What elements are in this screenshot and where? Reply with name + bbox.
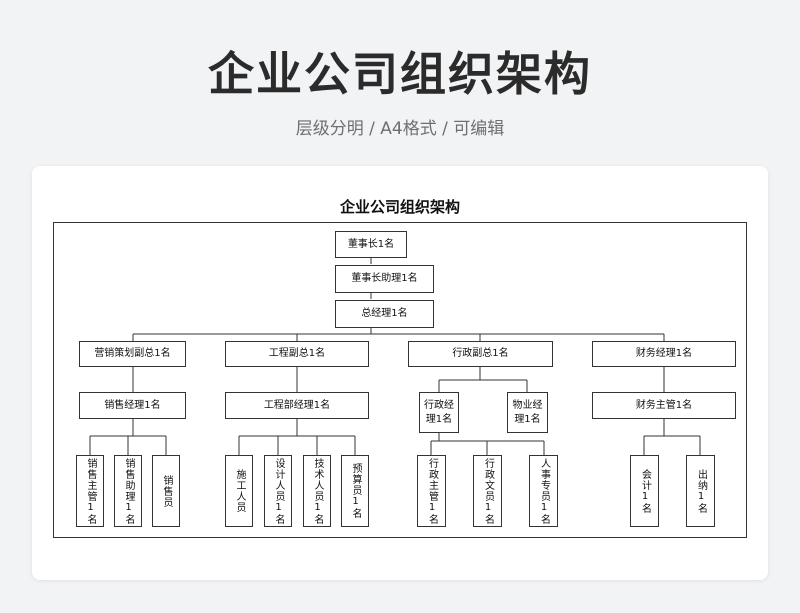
node-admin-clerk: 行政文员1名 — [473, 455, 502, 527]
node-label: 董事长助理1名 — [351, 273, 418, 285]
node-sales-manager: 销售经理1名 — [79, 392, 186, 419]
node-finance-manager: 财务经理1名 — [592, 341, 736, 367]
node-accountant: 会计1名 — [630, 455, 659, 527]
page-title: 企业公司组织架构 — [208, 47, 592, 101]
node-label: 销售经理1名 — [104, 399, 161, 411]
node-designer: 设计人员1名 — [264, 455, 292, 527]
node-chairman-assistant: 董事长助理1名 — [335, 265, 434, 293]
node-salesperson: 销售员 — [152, 455, 180, 527]
node-admin-manager: 行政经理1名 — [419, 392, 459, 433]
node-label: 会计1名 — [639, 468, 651, 514]
node-label: 行政文员1名 — [482, 457, 494, 525]
node-label: 董事长1名 — [347, 238, 395, 250]
node-label: 技术人员1名 — [312, 457, 323, 525]
node-finance-supervisor: 财务主管1名 — [592, 392, 736, 419]
page-subtitle: 层级分明 / A4格式 / 可编辑 — [295, 119, 505, 139]
node-label: 财务主管1名 — [635, 399, 693, 411]
chart-frame — [53, 222, 747, 538]
node-sales-assistant: 销售助理1名 — [114, 455, 142, 527]
node-label: 施工人员 — [234, 469, 245, 513]
node-vp-sales: 营销策划副总1名 — [79, 341, 186, 367]
node-label: 行政主管1名 — [426, 457, 438, 525]
node-label: 出纳1名 — [695, 468, 707, 514]
node-label: 总经理1名 — [361, 308, 408, 320]
node-property-manager: 物业经理1名 — [507, 392, 548, 433]
node-cashier: 出纳1名 — [686, 455, 715, 527]
node-vp-engineering: 工程副总1名 — [225, 341, 369, 367]
node-label: 销售助理1名 — [123, 457, 134, 525]
node-label: 销售员 — [161, 474, 172, 508]
node-admin-supervisor: 行政主管1名 — [417, 455, 446, 527]
node-estimator: 预算员1名 — [341, 455, 369, 527]
node-label: 行政副总1名 — [452, 348, 509, 360]
node-technician: 技术人员1名 — [303, 455, 331, 527]
node-label: 预算员1名 — [350, 463, 361, 519]
node-label: 人事专员1名 — [538, 457, 550, 525]
node-hr-specialist: 人事专员1名 — [529, 455, 558, 527]
chart-title: 企业公司组织架构 — [339, 198, 460, 216]
node-vp-admin: 行政副总1名 — [408, 341, 553, 367]
node-label: 工程副总1名 — [268, 348, 326, 360]
node-label: 工程部经理1名 — [263, 399, 331, 411]
node-label: 销售主管1名 — [85, 457, 96, 525]
node-chairman: 董事长1名 — [335, 231, 407, 258]
node-label: 营销策划副总1名 — [94, 348, 171, 360]
node-construction-staff: 施工人员 — [225, 455, 253, 527]
node-label: 设计人员1名 — [273, 457, 284, 525]
node-label: 物业经理1名 — [512, 400, 543, 425]
node-general-manager: 总经理1名 — [335, 300, 434, 328]
node-sales-supervisor: 销售主管1名 — [76, 455, 104, 527]
node-engineering-manager: 工程部经理1名 — [225, 392, 369, 419]
node-label: 财务经理1名 — [635, 348, 693, 360]
node-label: 行政经理1名 — [424, 400, 454, 425]
